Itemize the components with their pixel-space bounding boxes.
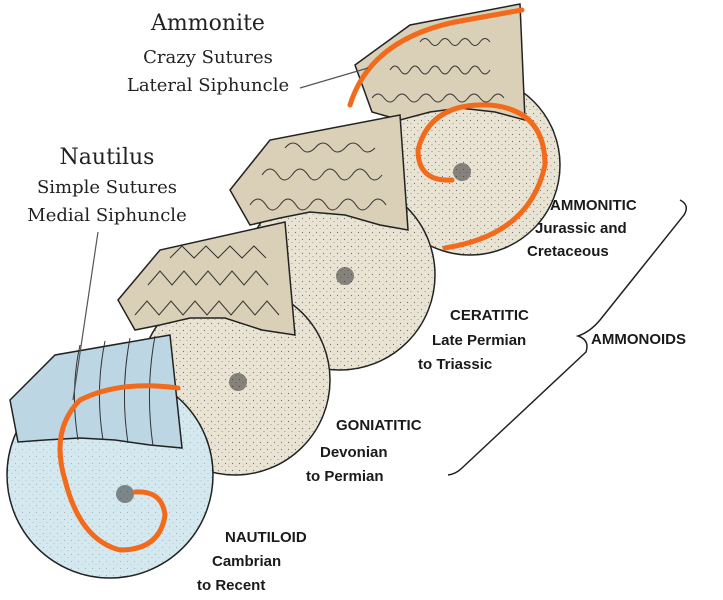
goniatitic-septum-face bbox=[117, 221, 296, 336]
ammonoids-group-label: AMMONOIDS bbox=[591, 331, 686, 348]
nautiloid-umbilicus bbox=[116, 485, 134, 503]
ammonitic-siphuncle-outer bbox=[347, 7, 525, 108]
ammonitic-siphuncle-spiral bbox=[415, 102, 548, 251]
ammonitic-stipple bbox=[380, 75, 560, 255]
goniatitic-suture-line bbox=[169, 245, 267, 259]
ammonitic-shell bbox=[347, 3, 561, 256]
ammonitic-septum-face bbox=[354, 3, 526, 121]
ammonitic-period-line1: Jurassic and bbox=[535, 220, 627, 237]
goniatitic-period-line1: Devonian bbox=[320, 444, 388, 461]
nautiloid-period-line2: to Recent bbox=[197, 577, 265, 594]
nautiloid-suture-line bbox=[123, 337, 131, 444]
ceratitic-suture-line bbox=[261, 168, 383, 181]
nautiloid-siphuncle-spiral bbox=[57, 383, 181, 553]
ammonitic-suture-line bbox=[389, 65, 491, 75]
ceratitic-period-line2: to Triassic bbox=[418, 356, 492, 373]
nautilus-leader-line bbox=[72, 231, 99, 401]
ammonite-leader-line bbox=[299, 67, 369, 89]
ammonoids-brace bbox=[447, 199, 687, 476]
ceratitic-suture-line bbox=[249, 198, 387, 211]
ammonitic-period-line2: Cretaceous bbox=[527, 243, 609, 260]
ammonite-title: Ammonite bbox=[150, 11, 265, 36]
ammonitic-umbilicus bbox=[453, 163, 471, 181]
ceratitic-suture-line bbox=[284, 142, 376, 153]
goniatitic-suture-line bbox=[147, 270, 269, 286]
ceratitic-period-line1: Late Permian bbox=[432, 332, 526, 349]
nautilus-siphuncle-note: Medial Siphuncle bbox=[27, 205, 186, 226]
ceratitic-septum-face bbox=[229, 114, 409, 231]
ammonite-siphuncle-note: Lateral Siphuncle bbox=[127, 75, 289, 96]
nautiloid-suture-line bbox=[148, 335, 156, 447]
goniatitic-label: GONIATITIC bbox=[336, 417, 422, 434]
ammonitic-label: AMMONITIC bbox=[550, 197, 637, 214]
nautiloid-label: NAUTILOID bbox=[225, 529, 307, 546]
goniatitic-umbilicus bbox=[229, 373, 247, 391]
ceratitic-label: CERATITIC bbox=[450, 307, 529, 324]
ammonitic-suture-line bbox=[371, 93, 505, 103]
ammonitic-suture-line bbox=[419, 38, 491, 46]
nautilus-sutures-note: Simple Sutures bbox=[37, 177, 177, 198]
ammonite-sutures-note: Crazy Sutures bbox=[143, 47, 273, 68]
ceratitic-umbilicus bbox=[336, 267, 354, 285]
nautiloid-shell bbox=[6, 334, 214, 579]
goniatitic-suture-line bbox=[134, 300, 280, 316]
nautilus-title: Nautilus bbox=[60, 145, 155, 170]
goniatitic-period-line2: to Permian bbox=[306, 468, 384, 485]
nautiloid-period-line1: Cambrian bbox=[212, 553, 281, 570]
